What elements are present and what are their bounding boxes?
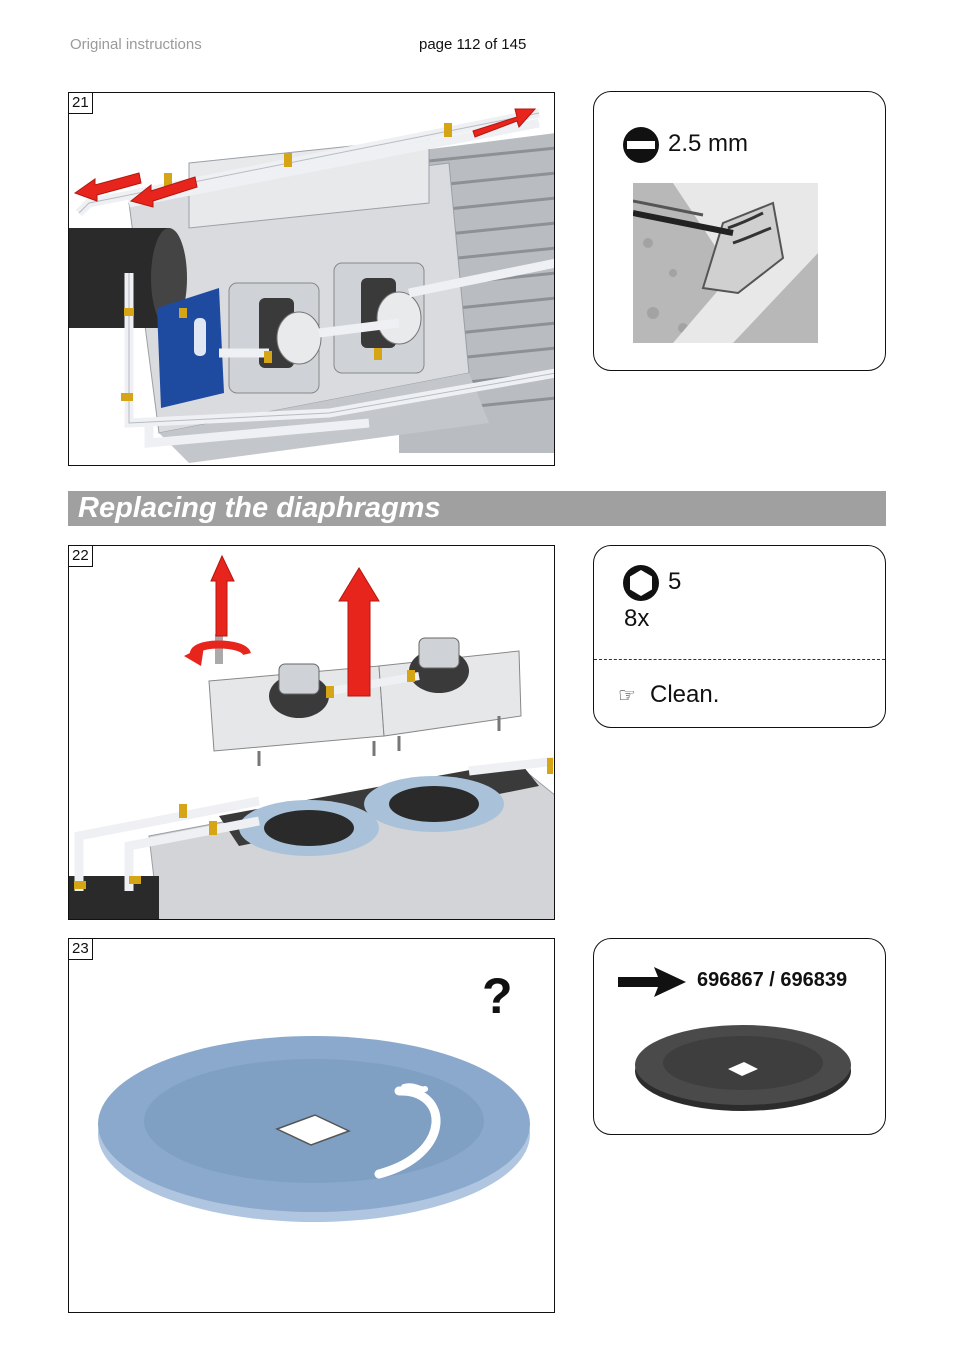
clean-note: Clean. — [650, 681, 720, 708]
part-number-panel: 696867 / 696839 — [593, 938, 886, 1135]
screw-count: 8x — [624, 605, 650, 632]
arrow-right-icon — [618, 967, 686, 997]
head-removal-illustration — [69, 554, 554, 919]
flat-screwdriver-icon — [623, 127, 659, 163]
section-title: Replacing the diaphragms — [68, 491, 886, 526]
tool-panel-screwdriver: 2.5 mm — [593, 91, 886, 371]
new-diaphragm-illustration — [635, 1025, 851, 1111]
tool-panel-hex: 5 8x ☞ Clean. — [593, 545, 886, 728]
hex-socket-icon — [623, 565, 659, 601]
figure-23: 23 ? — [68, 938, 555, 1313]
screwdriver-size: 2.5 mm — [668, 130, 749, 157]
hose-clamp-photo — [633, 183, 818, 343]
pump-illustration — [69, 108, 554, 463]
damaged-diaphragm-illustration — [98, 1036, 530, 1222]
figure-number: 23 — [69, 939, 93, 960]
figure-22: 22 — [68, 545, 555, 920]
pointing-hand-icon: ☞ — [618, 683, 636, 707]
figure-21: 21 — [68, 92, 555, 466]
hex-size: 5 — [668, 568, 682, 595]
document-label: Original instructions — [70, 36, 202, 53]
panel-divider — [594, 659, 885, 660]
figure-number: 22 — [69, 546, 93, 567]
page-number: page 112 of 145 — [419, 36, 527, 53]
part-numbers: 696867 / 696839 — [697, 969, 848, 991]
question-mark: ? — [482, 968, 513, 1024]
figure-number: 21 — [69, 93, 93, 114]
